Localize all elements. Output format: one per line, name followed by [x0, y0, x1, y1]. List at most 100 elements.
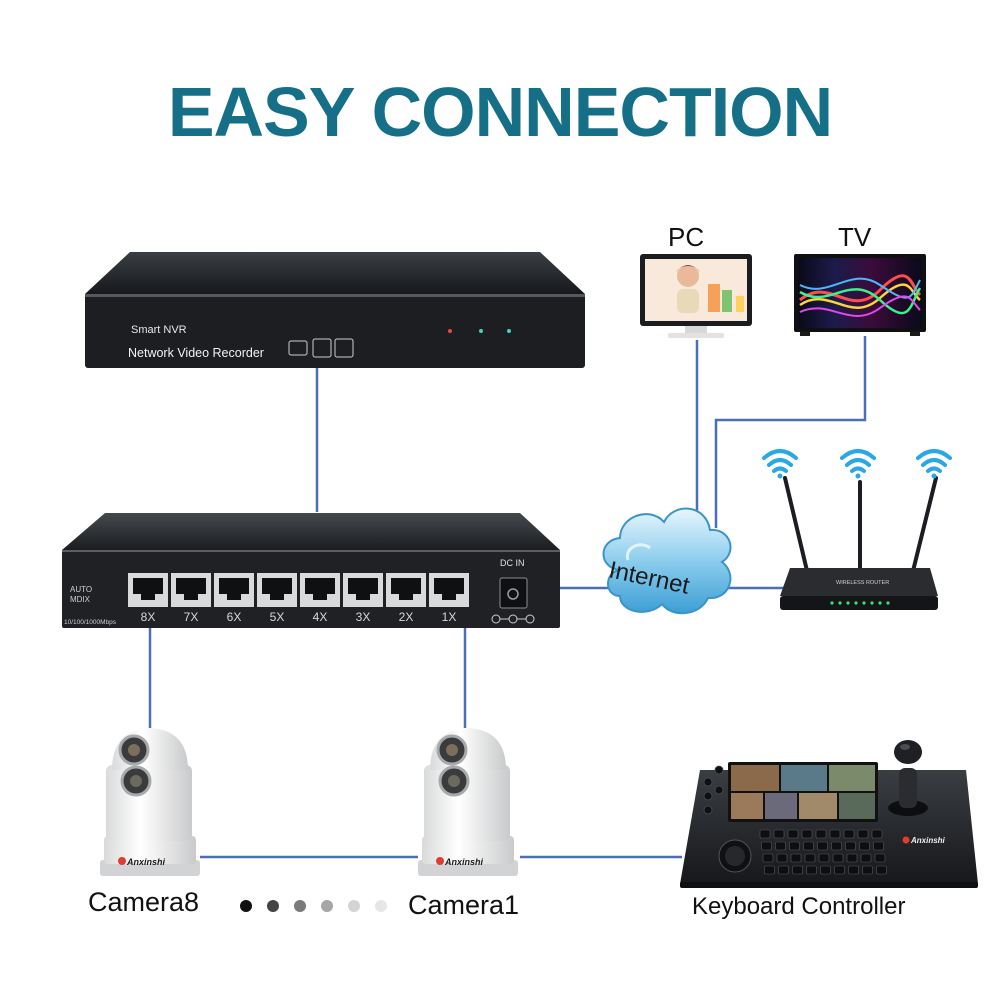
ethernet-port-3x: 3X: [343, 573, 383, 624]
port-label: 8X: [141, 610, 156, 624]
keyboard-key: [831, 841, 842, 851]
ellipsis-dot: [321, 900, 333, 912]
nvr-led-power: [448, 329, 452, 333]
camera-dots: [240, 900, 387, 912]
keyboard-key: [817, 841, 828, 851]
port-label: 3X: [356, 610, 371, 624]
nvr-model: Network Video Recorder: [128, 346, 264, 360]
keyboard-key: [848, 865, 859, 875]
dc-jack: [499, 577, 528, 609]
switch-mdix-label: MDIX: [70, 595, 91, 604]
keyboard-key: [874, 853, 886, 863]
keyboard-key: [818, 853, 830, 863]
keyboard-keys: [759, 829, 887, 875]
port-label: 1X: [442, 610, 457, 624]
keyboard-key: [862, 865, 873, 875]
network-switch: AUTO MDIX 10/100/1000Mbps DC IN 8X 7X 6X 5X…: [62, 513, 560, 628]
keyboard-key: [845, 841, 856, 851]
camera1-device: Anxinshi: [418, 728, 518, 876]
keyboard-key: [787, 829, 799, 839]
tv-label: TV: [838, 222, 872, 252]
camera1-label: Camera1: [408, 890, 520, 920]
tv-wave-green: [799, 287, 922, 315]
router-label: WIRELESS ROUTER: [836, 580, 889, 586]
keyboard-left-buttons: [703, 765, 724, 815]
keyboard-brand: Anxinshi: [910, 836, 946, 845]
keyboard-key: [857, 829, 869, 839]
router-antennas: [783, 476, 938, 577]
switch-dc-label: DC IN: [500, 558, 525, 568]
pc-label: PC: [668, 222, 705, 252]
wifi-icon: [916, 449, 952, 479]
keyboard-key: [834, 865, 845, 875]
camera-brand-logo: [118, 857, 126, 865]
ethernet-port-8x: 8X: [128, 573, 168, 624]
camera8-brand: Anxinshi: [126, 857, 166, 867]
ellipsis-dot: [267, 900, 279, 912]
ellipsis-dot: [294, 900, 306, 912]
camera8-label: Camera8: [88, 887, 200, 917]
keyboard-key: [843, 829, 855, 839]
port-label: 2X: [399, 610, 414, 624]
wifi-icon: [840, 449, 876, 479]
keyboard-key: [829, 829, 841, 839]
tv-wave-red: [799, 274, 922, 303]
dc-polarity-icon: [491, 614, 535, 624]
keyboard-brand-logo: [902, 836, 910, 844]
page-title: EASY CONNECTION: [167, 73, 833, 151]
ethernet-port-4x: 4X: [300, 573, 340, 624]
port-label: 5X: [270, 610, 285, 624]
ethernet-port-6x: 6X: [214, 573, 254, 624]
camera-brand-logo: [436, 857, 444, 865]
keyboard-key: [773, 829, 785, 839]
keyboard-key: [776, 853, 788, 863]
keyboard-key: [806, 865, 817, 875]
tv-screen: [794, 254, 926, 336]
keyboard-key: [804, 853, 816, 863]
nvr-mobile-icon: [334, 338, 354, 358]
switch-auto-label: AUTO: [70, 585, 92, 594]
keyboard-key: [764, 865, 775, 875]
router-leds: [830, 601, 890, 605]
keyboard-key: [832, 853, 844, 863]
ethernet-port-1x: 1X: [429, 573, 469, 624]
nvr-p2p-icon: [312, 338, 332, 358]
nvr-led-net: [479, 329, 483, 333]
keyboard-key: [876, 865, 887, 875]
keyboard-key: [759, 829, 771, 839]
keyboard-key: [775, 841, 786, 851]
keyboard-key: [871, 829, 883, 839]
nvr-led-hdd: [507, 329, 511, 333]
camera8-device: Anxinshi: [100, 728, 200, 876]
port-label: 4X: [313, 610, 328, 624]
switch-speed-label: 10/100/1000Mbps: [64, 619, 117, 626]
tv-wave-magenta: [799, 295, 921, 317]
child-head: [677, 265, 699, 287]
keyboard-key: [792, 865, 803, 875]
keyboard-key: [778, 865, 789, 875]
tv-wave-yellow: [799, 283, 921, 309]
switch-ports: 8X 7X 6X 5X 4X 3X 2X 1X: [128, 573, 469, 624]
keyboard-controller-label: Keyboard Controller: [692, 893, 906, 920]
tv-wave-blue: [799, 277, 921, 299]
ethernet-port-5x: 5X: [257, 573, 297, 624]
wifi-icon: [762, 449, 798, 479]
cable-tv-internet: [714, 336, 867, 528]
pc-monitor: [640, 254, 752, 338]
keyboard-key: [873, 841, 884, 851]
keyboard-controller: Anxinshi: [680, 740, 978, 888]
keyboard-key: [801, 829, 813, 839]
keyboard-key: [859, 841, 870, 851]
ellipsis-dot: [240, 900, 252, 912]
keyboard-key: [860, 853, 872, 863]
keyboard-key: [803, 841, 814, 851]
internet-cloud: Internet: [602, 507, 732, 615]
port-label: 7X: [184, 610, 199, 624]
camera1-brand: Anxinshi: [444, 857, 484, 867]
keyboard-key: [815, 829, 827, 839]
joystick-icon: [888, 740, 928, 816]
keyboard-screen-tiles: [731, 765, 875, 819]
nvr-device: Smart NVR Network Video Recorder: [85, 252, 585, 368]
port-label: 6X: [227, 610, 242, 624]
